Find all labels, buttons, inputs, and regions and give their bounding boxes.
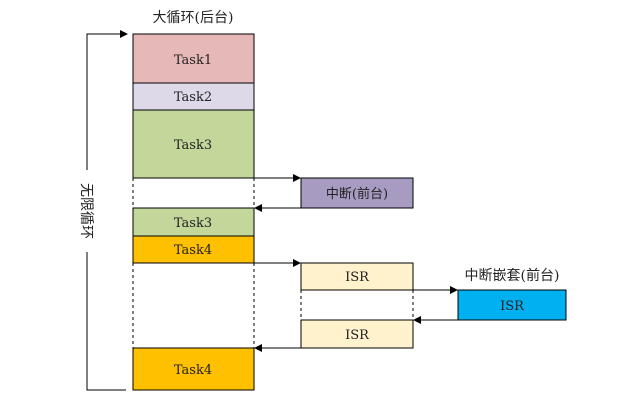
loop-bracket — [86, 30, 128, 391]
isr-resume-label: ISR — [345, 328, 370, 343]
nested-isr-block — [457, 289, 567, 321]
flow-arrows — [254, 174, 458, 352]
background-loop-title: 大循环(后台) — [153, 10, 234, 26]
isr-resume-block — [300, 319, 414, 349]
task1-label: Task1 — [174, 53, 212, 68]
interrupt-block — [300, 177, 414, 209]
task4-resume-label: Task4 — [174, 363, 212, 378]
task3-block — [132, 109, 255, 179]
isr-block — [300, 262, 414, 291]
task4-block — [132, 235, 255, 264]
nested-isr-label: ISR — [500, 299, 525, 314]
isr-label: ISR — [345, 270, 370, 285]
task3-label: Task3 — [174, 138, 212, 153]
nested-interrupt-title: 中断嵌套(前台) — [465, 267, 560, 284]
task4-label: Task4 — [174, 243, 212, 258]
task3-resume-label: Task3 — [174, 216, 212, 231]
task4-resume-block — [132, 347, 255, 391]
interrupt-label: 中断(前台) — [326, 186, 388, 202]
infinite-loop-label: 无限循环 — [78, 183, 94, 239]
task1-block — [132, 33, 255, 84]
task2-block — [132, 82, 255, 111]
task3-resume-block — [132, 207, 255, 237]
task2-label: Task2 — [174, 90, 212, 105]
task-column: Task1 Task2 Task3 Task3 Task4 Task4 — [132, 33, 255, 391]
